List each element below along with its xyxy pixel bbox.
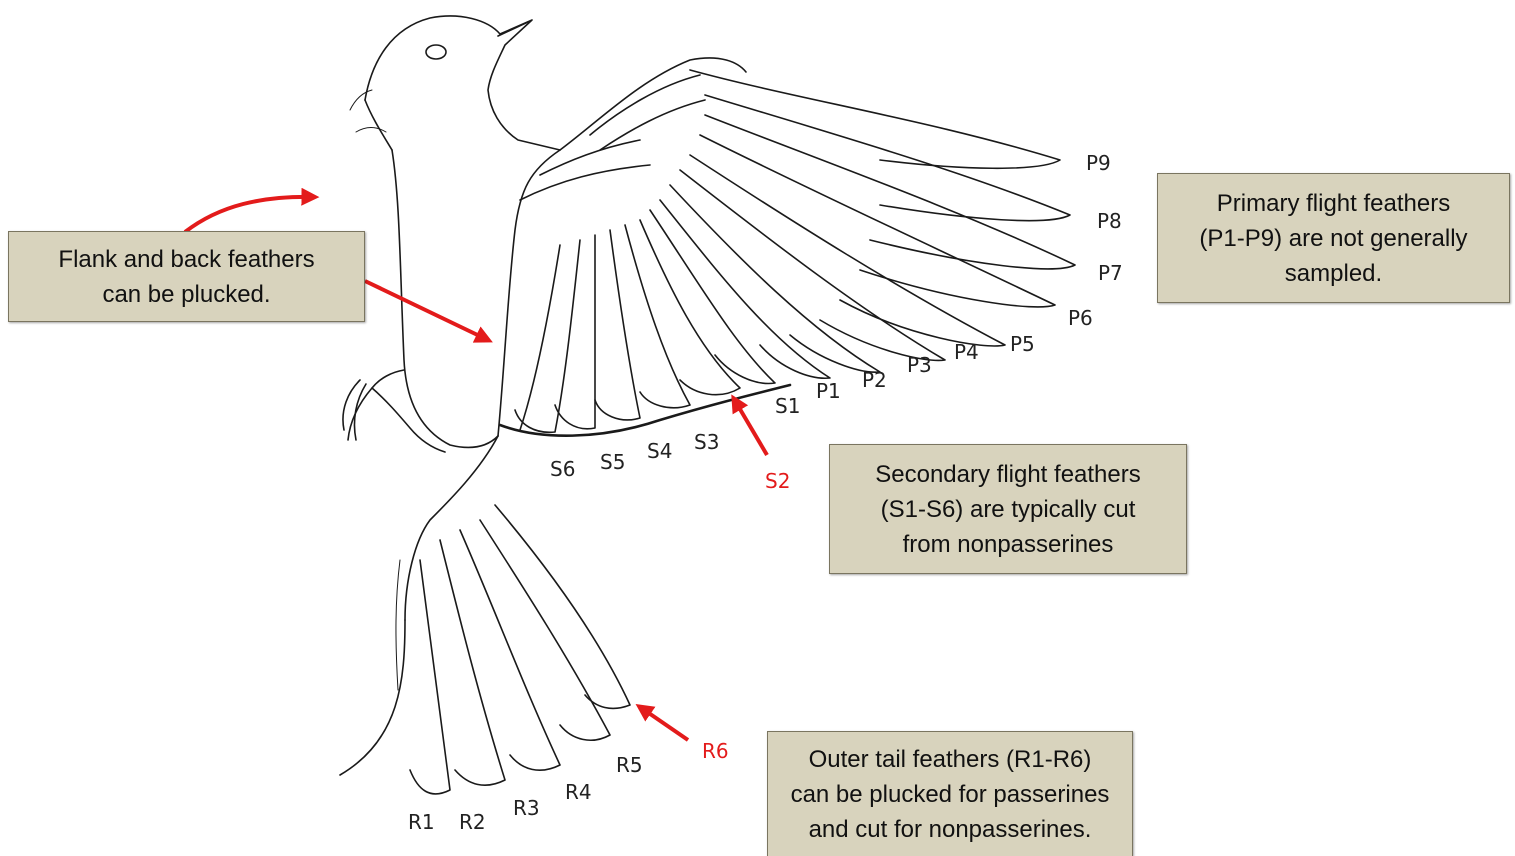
bird-eye xyxy=(426,45,446,59)
label-s4: S4 xyxy=(647,439,672,463)
label-p6: P6 xyxy=(1068,306,1093,330)
bird-illustration xyxy=(340,16,1075,794)
bird-head xyxy=(365,16,560,150)
label-p4: P4 xyxy=(954,340,979,364)
tail-feather-r1 xyxy=(340,620,405,775)
label-s5: S5 xyxy=(600,450,625,474)
tail-feather-r3 xyxy=(440,540,505,785)
primary-feather-p4 xyxy=(680,170,945,360)
label-s6: S6 xyxy=(550,457,575,481)
primary-feather-p3 xyxy=(670,185,880,372)
secondary-feather-s1 xyxy=(640,220,740,395)
wing-trailing-edge xyxy=(500,385,790,436)
bird-belly xyxy=(405,436,498,620)
callout-tail: Outer tail feathers (R1-R6) can be pluck… xyxy=(767,731,1133,856)
label-p1: P1 xyxy=(816,379,841,403)
label-r1: R1 xyxy=(408,810,435,834)
bird-body-back xyxy=(498,150,560,436)
label-p5: P5 xyxy=(1010,332,1035,356)
wing-leading-edge xyxy=(560,58,746,150)
label-p8: P8 xyxy=(1097,209,1122,233)
label-r5: R5 xyxy=(616,753,643,777)
label-s2: S2 xyxy=(765,469,790,493)
primary-feather-p5 xyxy=(690,155,1005,346)
secondary-feather-s5 xyxy=(515,240,580,432)
primary-feather-p7 xyxy=(705,115,1075,269)
callout-primary-text: Primary flight feathers (P1-P9) are not … xyxy=(1199,186,1467,291)
label-s1: S1 xyxy=(775,394,800,418)
label-p3: P3 xyxy=(907,353,932,377)
primary-feather-p9 xyxy=(690,70,1060,168)
bird-beak-line xyxy=(498,22,528,36)
bird-body-front xyxy=(392,150,498,448)
label-s3: S3 xyxy=(694,430,719,454)
tail-feather-r5 xyxy=(480,520,610,740)
arrow-s2 xyxy=(734,399,767,455)
label-r2: R2 xyxy=(459,810,486,834)
arrow-flank xyxy=(365,281,488,340)
callout-flank-back: Flank and back feathers can be plucked. xyxy=(8,231,365,322)
label-r6: R6 xyxy=(702,739,729,763)
arrow-r6 xyxy=(640,707,688,740)
primary-feather-p2 xyxy=(660,200,830,378)
arrow-back xyxy=(185,197,314,232)
secondary-feather-s6 xyxy=(520,245,560,430)
label-p2: P2 xyxy=(862,368,887,392)
primary-feather-p6 xyxy=(700,135,1055,307)
callout-secondary-text: Secondary flight feathers (S1-S6) are ty… xyxy=(875,457,1141,562)
label-r3: R3 xyxy=(513,796,540,820)
callout-secondary: Secondary flight feathers (S1-S6) are ty… xyxy=(829,444,1187,574)
label-r4: R4 xyxy=(565,780,592,804)
secondary-feather-s3 xyxy=(595,230,640,420)
bird-throat xyxy=(365,100,392,150)
callout-tail-text: Outer tail feathers (R1-R6) can be pluck… xyxy=(791,742,1110,847)
tail-feather-r6 xyxy=(495,505,630,708)
tail-feather-r2 xyxy=(410,560,450,794)
primary-feather-p8 xyxy=(705,95,1070,221)
label-p7: P7 xyxy=(1098,261,1123,285)
callout-flank-back-text: Flank and back feathers can be plucked. xyxy=(58,242,314,312)
callout-primary: Primary flight feathers (P1-P9) are not … xyxy=(1157,173,1510,303)
label-p9: P9 xyxy=(1086,151,1111,175)
